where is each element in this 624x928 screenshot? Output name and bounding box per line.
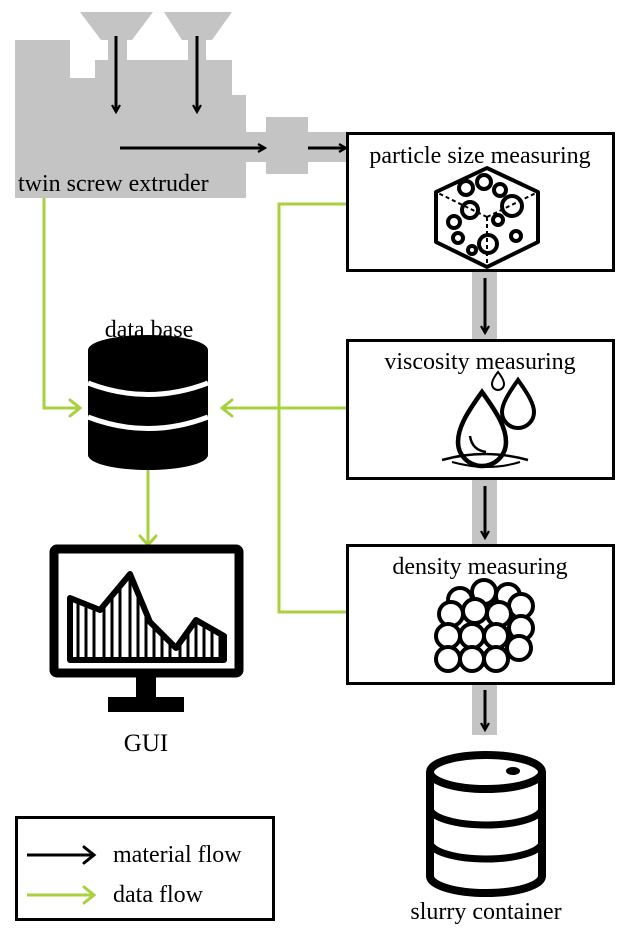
extruder-label: twin screw extruder	[18, 171, 209, 197]
twin-screw-extruder	[15, 12, 348, 198]
legend-data-label: data flow	[113, 882, 203, 908]
water-drops-icon	[441, 370, 537, 469]
database-icon	[87, 335, 209, 470]
gui-label: GUI	[123, 730, 169, 757]
extruder-outlet	[266, 117, 308, 174]
data-flow-lines	[42, 198, 346, 614]
viscosity-box	[346, 339, 615, 480]
barrel-icon	[426, 751, 546, 897]
particle-size-label: particle size measuring	[369, 143, 591, 169]
particle-cube-hidden-edges	[435, 191, 539, 267]
legend-material-label: material flow	[113, 842, 242, 868]
sphere-stack-icon	[434, 578, 535, 673]
legend-box	[15, 816, 275, 921]
database-label: data base	[104, 317, 194, 343]
legend	[15, 816, 275, 921]
monitor-chart-icon	[49, 544, 244, 712]
density-label: density measuring	[392, 554, 568, 580]
slurry-container-label: slurry container	[410, 899, 562, 925]
viscosity-label: viscosity measuring	[384, 349, 576, 375]
